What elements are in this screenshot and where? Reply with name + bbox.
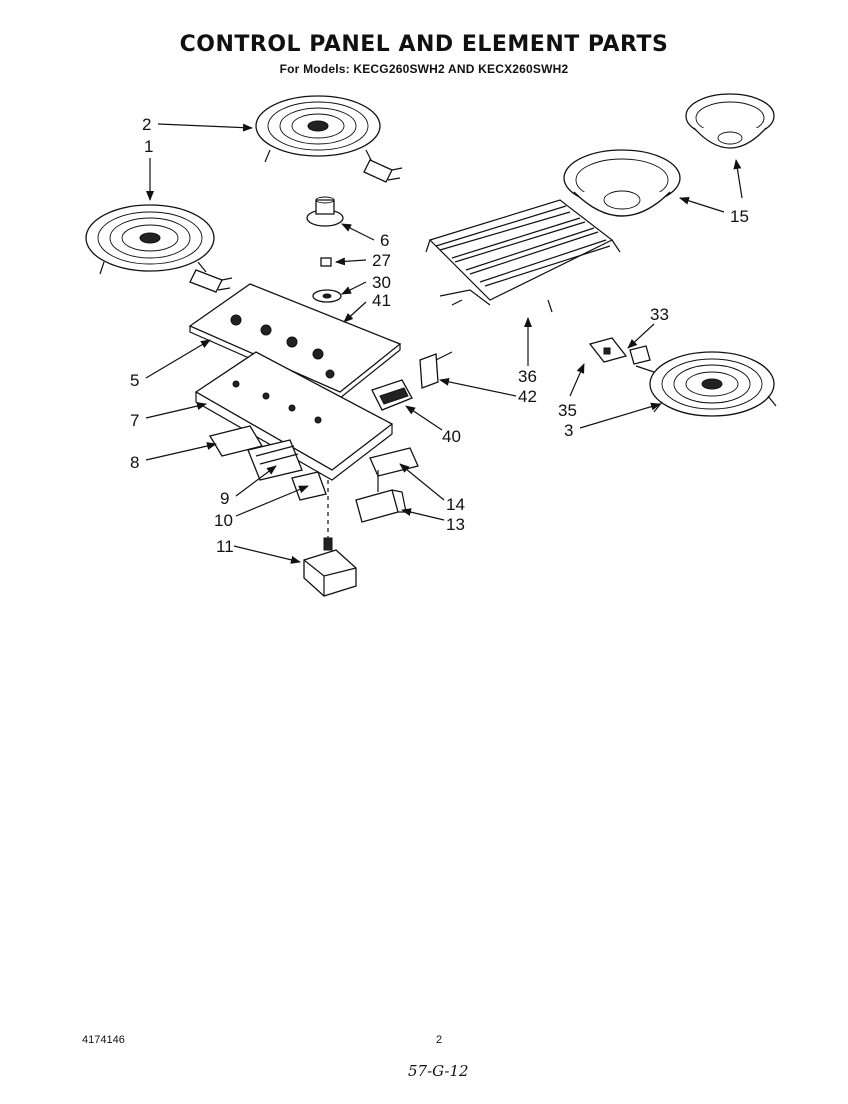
callout-27: 27 xyxy=(372,251,391,270)
oven-switch-13 xyxy=(355,470,407,523)
clip-27 xyxy=(320,257,332,267)
bracket-14 xyxy=(369,447,419,477)
page-number: 2 xyxy=(436,1034,443,1046)
callout-8: 8 xyxy=(130,453,139,472)
callout-33: 33 xyxy=(650,305,669,324)
callout-1: 1 xyxy=(144,137,153,156)
callout-14: 14 xyxy=(446,495,465,514)
mounting-bracket-42 xyxy=(419,351,453,389)
callout-5: 5 xyxy=(130,371,139,390)
handwritten-note: 57-G-12 xyxy=(408,1062,469,1080)
terminal-block-33 xyxy=(588,337,628,363)
callout-30: 30 xyxy=(372,273,391,292)
drip-bowl-small-15 xyxy=(685,93,775,149)
knob-6 xyxy=(306,196,344,227)
callout-11: 11 xyxy=(216,537,234,556)
part-number: 4174146 xyxy=(82,1034,125,1046)
surface-element-3 xyxy=(635,351,777,417)
callout-40: 40 xyxy=(442,427,461,446)
callout-7: 7 xyxy=(130,411,139,430)
callout-41: 41 xyxy=(372,291,391,310)
callout-6: 6 xyxy=(380,231,389,250)
page-title: CONTROL PANEL AND ELEMENT PARTS xyxy=(179,32,669,57)
leader-lines xyxy=(145,123,743,564)
drip-bowl-large-15 xyxy=(563,149,681,217)
switch-10 xyxy=(291,471,327,501)
callout-35: 35 xyxy=(558,401,577,420)
callout-9: 9 xyxy=(220,489,229,508)
surface-element-2 xyxy=(255,95,403,183)
infinite-switch-9 xyxy=(247,439,303,481)
terminal-block-40 xyxy=(371,379,413,411)
washer-30 xyxy=(312,289,342,303)
callout-3: 3 xyxy=(564,421,573,440)
callout-15: 15 xyxy=(730,207,749,226)
callout-13: 13 xyxy=(446,515,465,534)
callout-2: 2 xyxy=(142,115,151,134)
callout-36: 36 xyxy=(518,367,537,386)
surface-element-1 xyxy=(85,204,233,293)
oven-element-36 xyxy=(425,199,621,313)
receptacle-35 xyxy=(629,345,651,365)
callout-10: 10 xyxy=(214,511,233,530)
thermostat-11 xyxy=(303,480,357,597)
models-subtitle: For Models: KECG260SWH2 AND KECX260SWH2 xyxy=(279,62,569,76)
callout-42: 42 xyxy=(518,387,537,406)
